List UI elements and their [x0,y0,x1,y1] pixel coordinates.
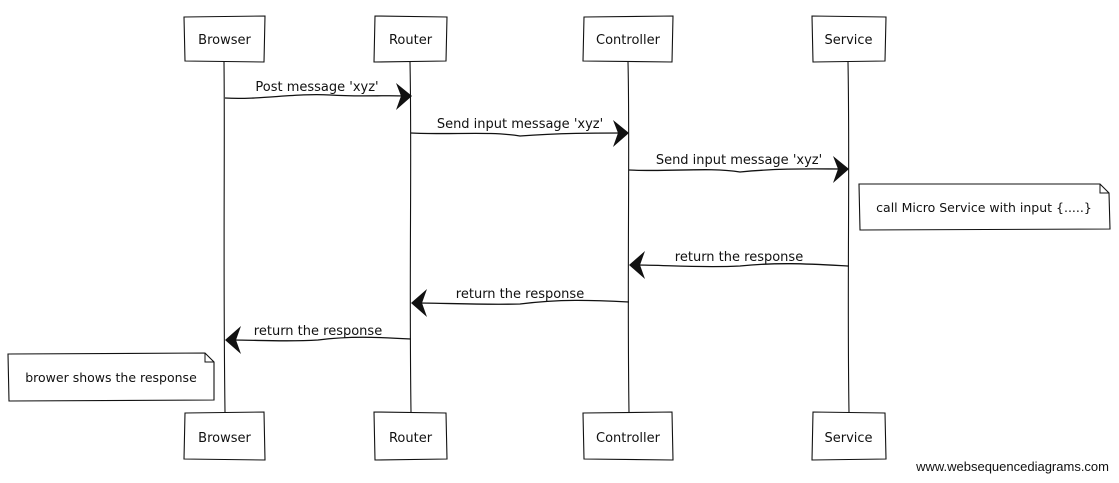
lifeline-router [409,61,412,413]
participant-label: Controller [596,431,661,446]
participant-box [582,15,674,63]
lifeline-service [847,61,850,413]
participant-box [373,411,448,461]
participant-box [373,15,448,63]
lifelines [223,61,850,413]
note-text: call Micro Service with input {.....} [876,200,1092,215]
participant-label: Service [824,431,872,446]
participant-label: Controller [596,33,661,48]
message-label: return the response [254,324,382,339]
message-line [635,263,850,268]
lifeline-controller [627,61,630,413]
message-line [417,299,630,305]
message-label: return the response [456,287,584,302]
participant-box [183,15,266,63]
message-line [628,168,843,173]
arrowhead-left [411,289,427,317]
participant-label: Service [824,33,872,48]
message-line [224,94,406,99]
note-service: call Micro Service with input {.....} [858,183,1111,231]
message-2: Send input message 'xyz' [410,117,629,147]
arrowhead-right [396,83,412,110]
message-1: Post message 'xyz' [224,80,412,110]
note-browser: brower shows the response [7,352,215,402]
arrowhead-right [833,156,849,183]
participant-box [811,15,887,63]
note-text: brower shows the response [25,370,197,385]
participant-box [582,411,674,461]
message-3: Send input message 'xyz' [628,153,849,183]
message-label: Send input message 'xyz' [656,153,822,168]
lifeline-browser [223,61,226,413]
message-line [231,336,412,342]
participant-label: Browser [198,33,251,48]
arrowhead-left [225,326,241,354]
participant-service-top: Service [811,15,887,63]
participant-label: Router [389,431,433,446]
participant-controller-top: Controller [582,15,674,63]
note-fold [204,353,214,363]
message-5: return the response [411,287,630,317]
message-line [410,132,623,137]
participant-browser-top: Browser [183,15,266,63]
participant-service-bottom: Service [811,411,887,461]
participant-label: Router [389,33,433,48]
message-label: Post message 'xyz' [255,80,378,95]
arrowhead-left [629,251,645,279]
message-4: return the response [629,250,850,279]
participant-controller-bottom: Controller [582,411,674,461]
participant-label: Browser [198,431,251,446]
message-label: return the response [675,250,803,265]
watermark-link[interactable]: www.websequencediagrams.com [916,459,1109,474]
participant-browser-bottom: Browser [183,411,266,461]
note-box [7,352,215,402]
participant-router-bottom: Router [373,411,448,461]
message-label: Send input message 'xyz' [437,117,603,132]
note-box [858,183,1111,231]
participant-box [811,411,887,461]
note-fold [1099,184,1109,194]
participant-router-top: Router [373,15,448,63]
participant-box [183,411,266,461]
message-6: return the response [225,324,412,354]
arrowhead-right [613,120,629,147]
